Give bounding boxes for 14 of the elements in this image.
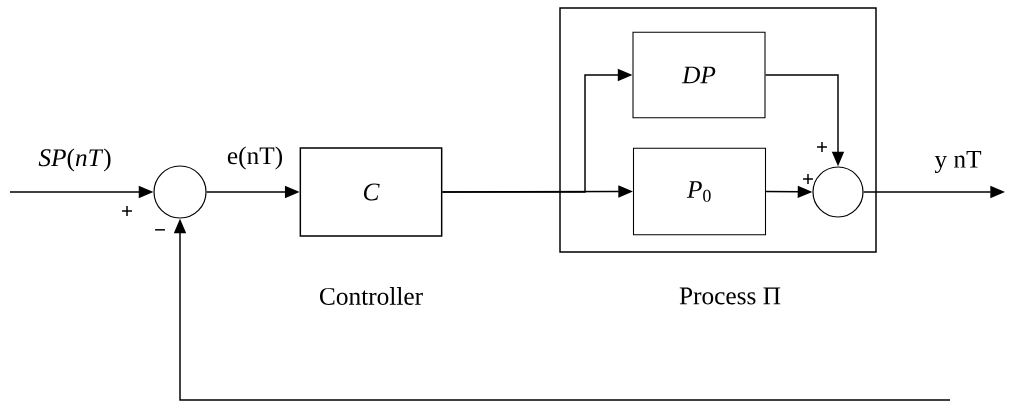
signal-label: SP(nT) — [38, 148, 111, 172]
sign-label: − — [155, 229, 165, 231]
summing-junction — [812, 166, 864, 218]
process-block: DP — [632, 31, 766, 119]
sign-label: + — [803, 174, 813, 184]
process-label: Process Π — [679, 287, 781, 305]
summing-junction — [153, 165, 207, 219]
sign-label: + — [122, 206, 132, 216]
block-caption: Controller — [320, 287, 423, 305]
signal-label: e(nT) — [227, 146, 283, 170]
signal-label: y nT — [934, 150, 982, 173]
controller-box: C — [299, 147, 443, 237]
process-block: P$_{0}$ — [632, 147, 767, 236]
sign-label: + — [817, 142, 827, 152]
